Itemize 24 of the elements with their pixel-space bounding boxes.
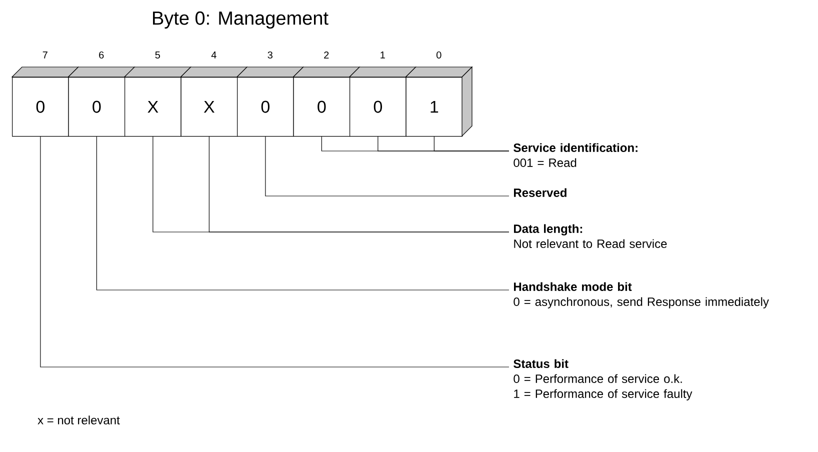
bit-number: 6	[99, 51, 104, 59]
leader-line	[434, 136, 510, 152]
description-text: Data length: Not relevant to Read service	[514, 224, 667, 248]
leader-line	[208, 136, 510, 232]
description-text: Status bit 0 = Performance of service o.k. 1 = Performance of service faulty	[514, 359, 692, 400]
bit-number: 1	[380, 52, 385, 58]
description-text: Service identification: 001 = Read	[514, 143, 638, 167]
leader-line	[96, 136, 510, 290]
leader-line	[40, 136, 510, 368]
bit-cell: 0	[68, 66, 136, 137]
note-text: x = not relevant	[38, 416, 120, 424]
bit-number: 0	[436, 51, 442, 59]
bit-number: 5	[155, 52, 160, 58]
bit-cell: X	[180, 66, 248, 137]
bit-cell: 0	[292, 66, 360, 137]
bit-cell: 1	[405, 66, 473, 137]
bit-number: 4	[211, 52, 216, 58]
description-text: Handshake mode bit 0 = asynchronous, send Response immediately	[514, 282, 769, 308]
leader-line	[265, 136, 510, 196]
bit-number: 7	[42, 52, 48, 58]
bit-number: 2	[324, 52, 329, 58]
diagram-title: Byte 0: Management	[153, 11, 328, 29]
description-text: Reserved	[514, 188, 566, 197]
bit-number: 3	[268, 51, 272, 59]
